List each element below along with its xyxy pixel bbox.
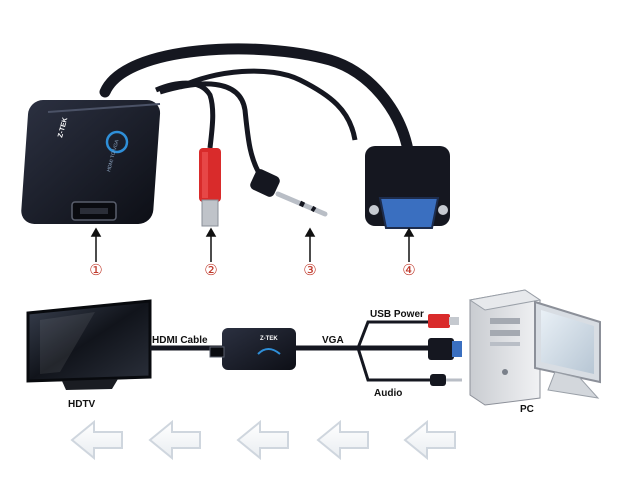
diagram-usb-plug xyxy=(428,314,459,328)
audio-jack-body xyxy=(250,169,280,197)
left-arrow-icon xyxy=(316,419,369,461)
usb-power-line xyxy=(356,320,428,349)
cable-strand xyxy=(178,68,358,141)
hdtv-screen xyxy=(26,299,152,383)
diagram-audio-plug xyxy=(430,374,462,386)
vga-label: VGA xyxy=(322,335,344,346)
vga-pin-face xyxy=(378,197,440,229)
adapter-body xyxy=(21,100,161,224)
diagram-logo-icon xyxy=(257,348,281,355)
pc-monitor-stand xyxy=(547,371,600,399)
logo-swirl-icon xyxy=(105,130,129,154)
hdtv-stand xyxy=(62,379,118,390)
left-arrow-icon xyxy=(70,419,123,461)
callout-number-2: ② xyxy=(204,261,217,279)
pc-monitor-screen xyxy=(541,310,594,374)
pc-tower xyxy=(468,289,542,406)
vga-connector xyxy=(365,146,450,229)
left-arrow-icon xyxy=(148,419,201,461)
diagram-adapter-body xyxy=(222,328,296,370)
callout-number-3: ③ xyxy=(303,261,316,279)
pc-label: PC xyxy=(520,404,534,415)
audio-cable xyxy=(159,81,265,180)
left-arrow-icon xyxy=(236,419,289,461)
callout-number-1: ① xyxy=(89,261,102,279)
pc-monitor xyxy=(534,300,601,399)
diagram-hdmi-port-icon xyxy=(209,346,225,358)
flow-arrows xyxy=(70,419,456,461)
product-photo: Z-TEK HDMI TO VGA xyxy=(21,43,450,279)
usb-cable xyxy=(155,80,216,149)
hdtv-label: HDTV xyxy=(68,399,96,410)
callout-number-4: ④ xyxy=(402,261,415,279)
vga-cable xyxy=(99,43,414,156)
audio-jack xyxy=(250,169,328,217)
diagram-vga-plug xyxy=(428,338,462,360)
diagram-adapter: Z-TEK xyxy=(209,328,296,370)
audio-line xyxy=(356,347,430,382)
audio-label: Audio xyxy=(374,388,402,399)
usb-power-label: USB Power xyxy=(370,309,424,320)
hdtv-device xyxy=(26,299,152,390)
hdmi-cable-label: HDMI Cable xyxy=(152,335,208,346)
left-arrow-icon xyxy=(403,419,456,461)
connection-diagram: HDTV HDMI Cable Z-TEK VGA USB Power Audi… xyxy=(26,289,601,415)
callout-arrows xyxy=(90,227,415,262)
adapter-device: Z-TEK HDMI TO VGA xyxy=(21,100,161,224)
diagram-adapter-brand: Z-TEK xyxy=(260,336,278,342)
usb-connector xyxy=(199,148,221,227)
usb-metal-tip xyxy=(201,199,219,227)
